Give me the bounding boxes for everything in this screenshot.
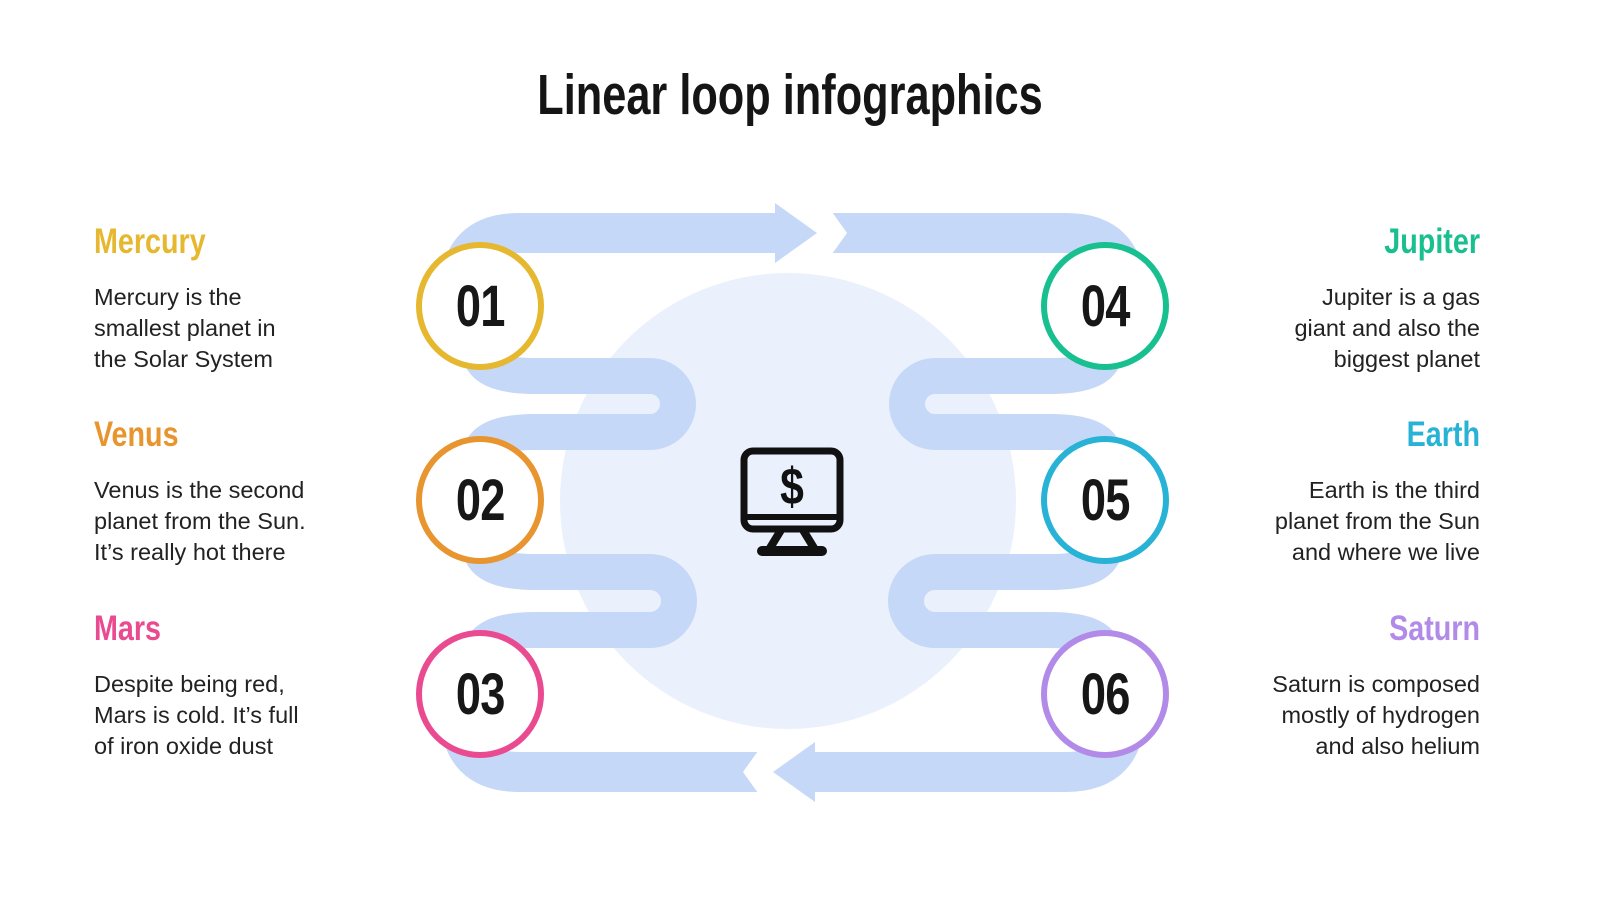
step-text-mars: Mars Despite being red, Mars is cold. It… [94, 609, 404, 762]
planet-heading-jupiter: Jupiter [1384, 222, 1480, 261]
step-number-02: 02 [455, 467, 506, 533]
planet-heading-mercury: Mercury [94, 222, 206, 261]
planet-description-saturn: Saturn is composed mostly of hydrogen an… [1272, 671, 1480, 759]
planet-description-mercury: Mercury is the smallest planet in the So… [94, 284, 276, 372]
step-text-saturn: Saturn Saturn is composed mostly of hydr… [1170, 609, 1480, 762]
step-circle-02: 02 [416, 436, 544, 564]
step-circle-01: 01 [416, 242, 544, 370]
planet-heading-venus: Venus [94, 415, 179, 454]
step-number-06: 06 [1080, 661, 1131, 727]
step-text-jupiter: Jupiter Jupiter is a gas giant and also … [1170, 222, 1480, 375]
step-circle-06: 06 [1041, 630, 1169, 758]
arrow-left-icon [773, 742, 815, 802]
step-number-04: 04 [1080, 273, 1131, 339]
step-number-05: 05 [1080, 467, 1131, 533]
page-title: Linear loop infographics [537, 63, 1043, 127]
arrow-right-icon [775, 203, 817, 263]
dollar-sign: $ [780, 458, 804, 516]
step-text-mercury: Mercury Mercury is the smallest planet i… [94, 222, 404, 375]
step-text-earth: Earth Earth is the third planet from the… [1170, 415, 1480, 568]
ribbon-left-hairpin-1 [462, 347, 696, 461]
step-circle-05: 05 [1041, 436, 1169, 564]
planet-description-jupiter: Jupiter is a gas giant and also the bigg… [1294, 284, 1480, 372]
planet-description-mars: Despite being red, Mars is cold. It’s fu… [94, 671, 299, 759]
monitor-stand-left-leg [766, 527, 785, 551]
monitor-dollar-icon: $ [740, 447, 844, 556]
step-circle-03: 03 [416, 630, 544, 758]
step-text-venus: Venus Venus is the second planet from th… [94, 415, 404, 568]
planet-heading-earth: Earth [1406, 415, 1480, 454]
step-number-01: 01 [455, 273, 506, 339]
planet-heading-mars: Mars [94, 609, 162, 648]
ribbon-left-hairpin-2 [462, 542, 697, 660]
monitor-screen [740, 447, 844, 533]
step-circle-04: 04 [1041, 242, 1169, 370]
planet-description-venus: Venus is the second planet from the Sun.… [94, 477, 306, 565]
ribbon-right-hairpin-1 [889, 347, 1123, 461]
step-number-03: 03 [455, 661, 506, 727]
planet-description-earth: Earth is the third planet from the Sun a… [1274, 477, 1480, 565]
monitor-stand-right-leg [799, 527, 818, 551]
planet-heading-saturn: Saturn [1389, 609, 1480, 648]
ribbon-right-hairpin-2 [888, 542, 1123, 660]
